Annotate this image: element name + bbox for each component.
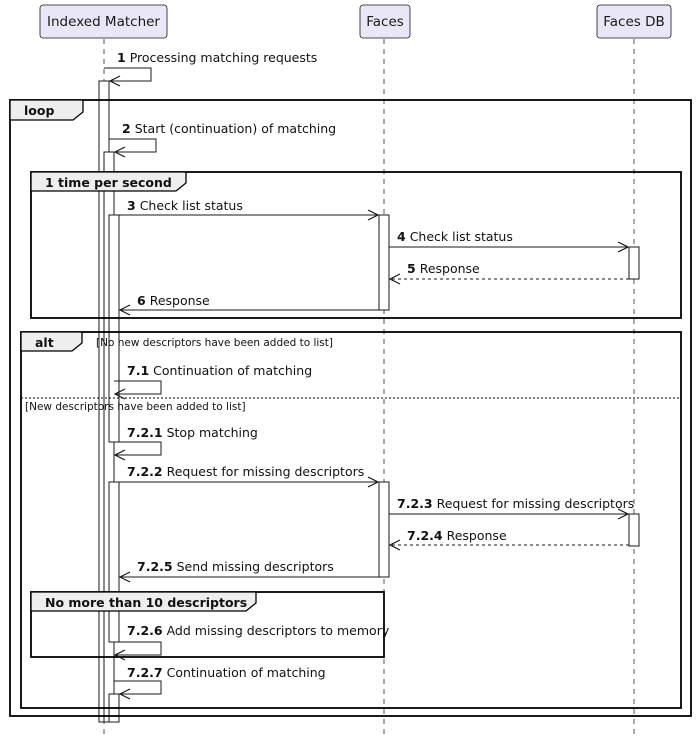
message-number: 1 — [117, 50, 126, 65]
message-label: Check list status — [140, 198, 243, 213]
message-number: 7.2.2 — [127, 464, 163, 479]
frame-alt: alt [No new descriptors have been added … — [20, 331, 682, 709]
frame-keyword: loop — [24, 103, 54, 118]
participant-label: Indexed Matcher — [47, 14, 160, 30]
message-4: 4 Check list status — [389, 229, 630, 253]
message-number: 2 — [122, 121, 131, 136]
message-number: 7.2.7 — [127, 665, 163, 680]
message-6: 6 Response — [118, 293, 379, 316]
message-number: 7.2.1 — [127, 425, 163, 440]
message-number: 6 — [137, 293, 146, 308]
frame-loop: loop — [9, 99, 692, 717]
message-7-2-6: 7.2.6 Add missing descriptors to memory — [113, 623, 390, 661]
message-label: Response — [447, 528, 507, 543]
message-label: Add missing descriptors to memory — [167, 623, 390, 638]
message-7-2-5: 7.2.5 Send missing descriptors — [118, 559, 379, 583]
message-3: 3 Check list status — [119, 198, 380, 221]
message-7-1: 7.1 Continuation of matching — [113, 363, 312, 400]
message-label: Request for missing descriptors — [167, 464, 365, 479]
frame-group-per-second: 1 time per second — [30, 171, 682, 319]
message-label: Request for missing descriptors — [437, 496, 635, 511]
participant-faces: Faces — [359, 4, 411, 39]
message-label: Stop matching — [167, 425, 258, 440]
message-number: 7.2.4 — [407, 528, 443, 543]
frame-keyword: alt — [35, 335, 54, 350]
message-label: Send missing descriptors — [177, 559, 334, 574]
participant-label: Faces DB — [603, 14, 665, 30]
message-label: Response — [420, 261, 480, 276]
frame-keyword: 1 time per second — [45, 175, 172, 190]
message-1: 1 Processing matching requests — [104, 50, 317, 87]
activation-bar — [378, 481, 390, 578]
participant-label: Faces — [366, 14, 404, 30]
message-7-2-1: 7.2.1 Stop matching — [113, 425, 258, 461]
message-label: Continuation of matching — [153, 363, 312, 378]
activation-bar — [108, 481, 120, 643]
message-7-2-4: 7.2.4 Response — [388, 528, 629, 551]
message-number: 5 — [407, 261, 416, 276]
activation-bar — [108, 214, 120, 443]
message-number: 7.2.6 — [127, 623, 163, 638]
message-label: Continuation of matching — [167, 665, 326, 680]
message-label: Processing matching requests — [130, 50, 318, 65]
activation-bar — [628, 513, 640, 547]
activation-bar — [628, 246, 640, 280]
message-number: 4 — [397, 229, 406, 244]
participant-indexed-matcher: Indexed Matcher — [39, 4, 168, 39]
message-label: Check list status — [410, 229, 513, 244]
message-7-2-7: 7.2.7 Continuation of matching — [114, 665, 326, 700]
message-7-2-2: 7.2.2 Request for missing descriptors — [119, 464, 380, 488]
message-label: Response — [150, 293, 210, 308]
message-label: Start (continuation) of matching — [135, 121, 336, 136]
alt-guard-2: [New descriptors have been added to list… — [25, 401, 246, 413]
frame-group-max-descriptors: No more than 10 descriptors — [30, 591, 385, 658]
frame-keyword: No more than 10 descriptors — [45, 595, 247, 610]
message-5: 5 Response — [388, 261, 629, 285]
message-number: 7.1 — [127, 363, 149, 378]
message-2: 2 Start (continuation) of matching — [109, 121, 336, 158]
message-number: 3 — [127, 198, 136, 213]
alt-guard-1: [No new descriptors have been added to l… — [96, 337, 333, 349]
activation-bar — [378, 214, 390, 311]
message-number: 7.2.5 — [137, 559, 173, 574]
message-7-2-3: 7.2.3 Request for missing descriptors — [389, 496, 634, 520]
participant-faces-db: Faces DB — [596, 4, 672, 39]
message-number: 7.2.3 — [397, 496, 433, 511]
